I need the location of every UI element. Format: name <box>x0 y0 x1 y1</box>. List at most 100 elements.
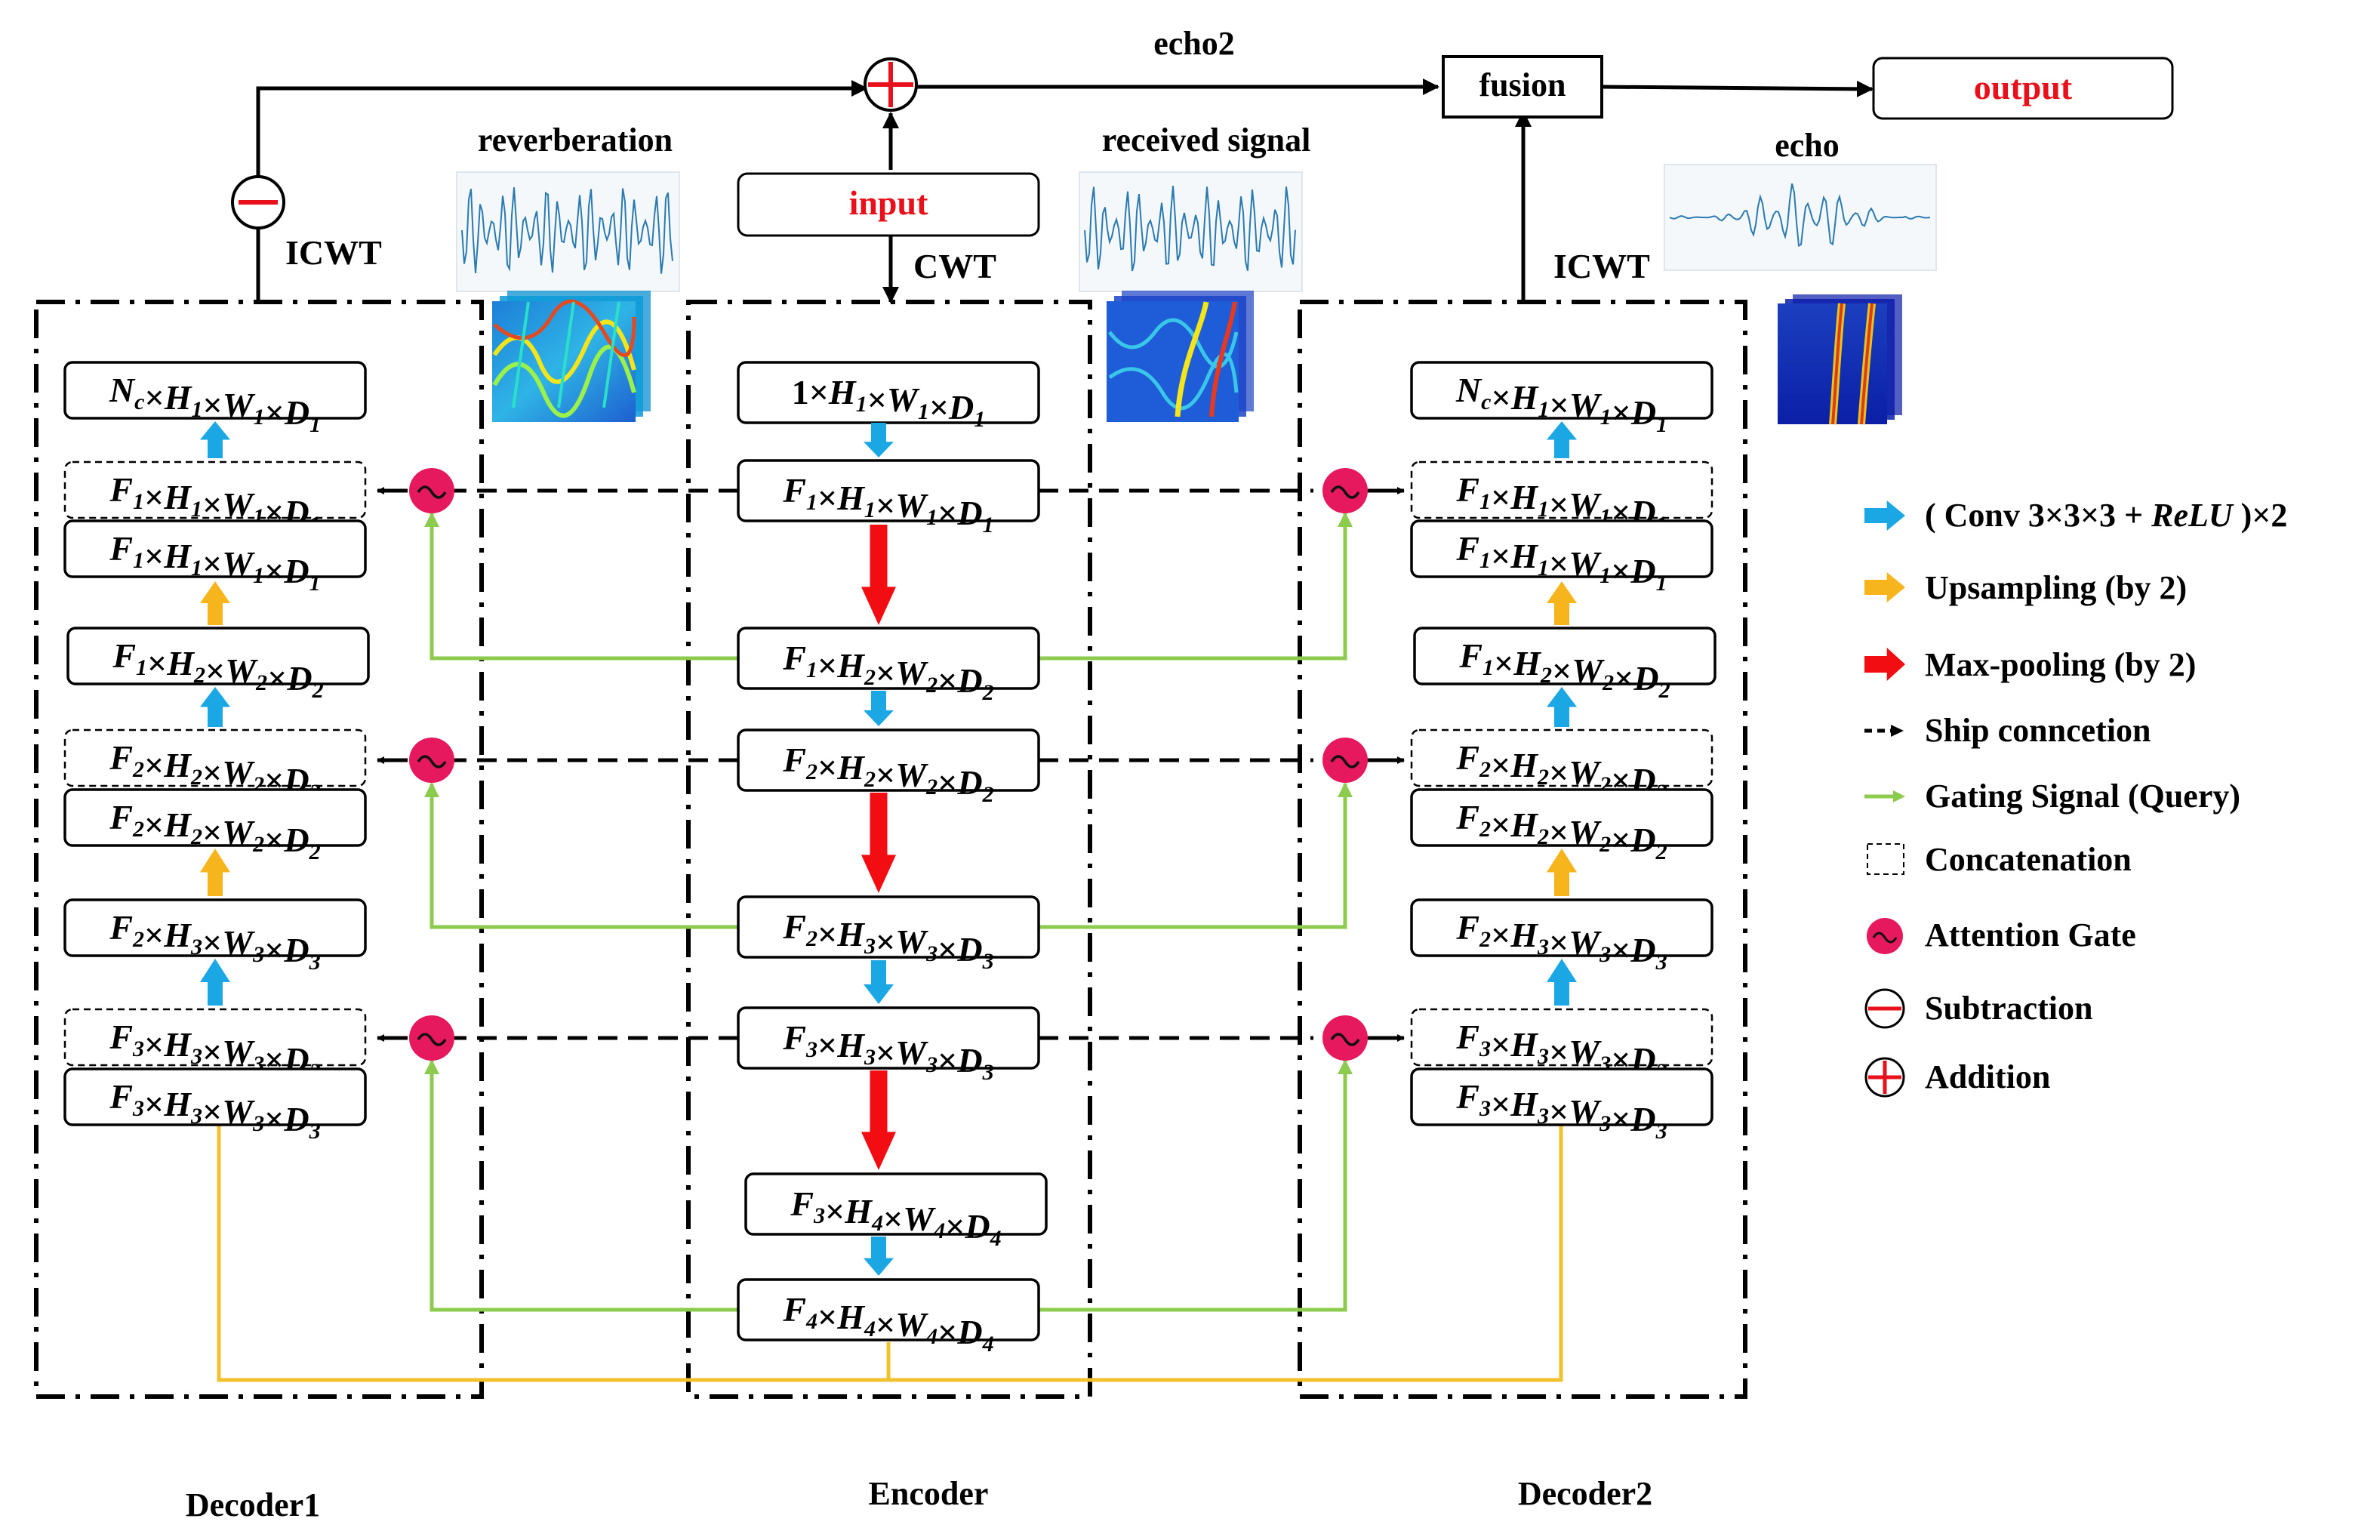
attention-gates <box>409 468 1368 1061</box>
gate-2-right <box>1039 782 1353 929</box>
decoder2-block-label: F1×H1×W1×D1 <box>1455 529 1667 596</box>
decoder1-block: F2×H3×W3×D3 <box>63 898 367 975</box>
decoder1-block: F1×H2×W2×D2 <box>66 627 370 703</box>
icwt-right-label: ICWT <box>1553 247 1650 285</box>
encoder-block-label: F2×H2×W2×D2 <box>782 741 993 807</box>
decoder1-block-label: F1×H2×W2×D2 <box>112 636 323 703</box>
blue-arrow-icon <box>1864 500 1905 531</box>
decoder1-block-label: Nc×H1×W1×D1 <box>109 371 321 437</box>
output-box <box>1872 57 2174 120</box>
encoder-block: 1×H1×W1×D1 <box>737 361 1040 432</box>
conv-arrow <box>200 687 230 727</box>
decoder1-block: Nc×H1×W1×D1 <box>63 361 367 437</box>
conv-arrow <box>864 1237 894 1276</box>
flow-arrows <box>200 421 1577 1276</box>
decoder2-block-label: F2×H3×W3×D3 <box>1455 908 1667 975</box>
decoder2-block: F3×H3×W3×D3 <box>1410 1008 1713 1084</box>
conv-arrow <box>1547 687 1577 727</box>
legend-maxpool-label: Max-pooling (by 2) <box>1925 646 2196 683</box>
received-signal-waveform <box>1079 171 1303 292</box>
upsample-arrow <box>200 849 230 896</box>
fusion-label: fusion <box>1479 66 1566 103</box>
attention-gate-icon <box>409 468 454 513</box>
decoder2-block: F2×H2×W2×D2 <box>1410 788 1713 864</box>
legend-subtraction: Subtraction <box>1864 988 2092 1029</box>
encoder-block-label: F4×H4×W4×D4 <box>782 1290 993 1357</box>
legend: ( Conv 3×3×3 + ReLU )×2 Upsampling (by 2… <box>1864 497 2287 1098</box>
attention-gate-icon <box>409 738 454 783</box>
encoder-block: F4×H4×W4×D4 <box>737 1278 1040 1357</box>
encoder-block: F2×H3×W3×D3 <box>737 895 1040 974</box>
fusion-to-output-path <box>1601 80 1874 97</box>
decoder2-block: F2×H2×W2×D2 <box>1410 728 1713 805</box>
encoder-blocks: 1×H1×W1×D1F1×H1×W1×D1F1×H2×W2×D2F2×H2×W2… <box>737 361 1048 1357</box>
reverberation-spectrogram <box>492 291 651 422</box>
concatenation-icon <box>1867 843 1904 875</box>
gate-3-right <box>1039 1059 1353 1312</box>
legend-skip: Ship conncetion <box>1864 712 2151 749</box>
legend-addition: Addition <box>1864 1057 2050 1098</box>
decoder1-block: F2×H2×W2×D2 <box>63 728 367 805</box>
maxpool-arrow <box>861 525 896 625</box>
input-label: input <box>849 183 929 222</box>
decoder1-block: F2×H2×W2×D2 <box>63 788 367 864</box>
bottom-feed <box>211 1102 1569 1382</box>
decoder2-block-label: F2×H2×W2×D2 <box>1455 798 1667 864</box>
gating-signals <box>424 512 1353 1312</box>
subtraction-to-addition-path <box>256 80 868 177</box>
conv-arrow <box>1547 959 1577 1006</box>
skip-connections <box>453 488 1313 1040</box>
attention-gate-icon <box>409 1015 454 1061</box>
decoder1-block-label: F1×H1×W1×D1 <box>109 529 320 596</box>
decoder1-block-label: F2×H3×W3×D3 <box>109 908 320 975</box>
legend-upsampling: Upsampling (by 2) <box>1864 569 2187 606</box>
decoder2-block: F2×H3×W3×D3 <box>1410 898 1713 975</box>
top-signal-flow <box>256 79 1874 303</box>
conv-arrow <box>1547 421 1577 458</box>
encoder-block-label: F2×H3×W3×D3 <box>782 907 993 974</box>
decoder1-block-label: F2×H2×W2×D2 <box>109 798 320 864</box>
upsample-arrow <box>200 581 230 625</box>
decoder1-block: F3×H3×W3×D3 <box>63 1067 367 1144</box>
decoder2-block: Nc×H1×W1×D1 <box>1410 361 1713 437</box>
encoder-block-label: F3×H3×W3×D3 <box>782 1018 993 1085</box>
bottom-feed-right <box>888 1102 1569 1382</box>
legend-gating: Gating Signal (Query) <box>1864 778 2240 815</box>
reverberation-label: reverberation <box>478 122 673 159</box>
upsample-arrow <box>1547 581 1577 625</box>
legend-attention-label: Attention Gate <box>1925 916 2136 953</box>
decoder1-block-label: F2×H2×W2×D2 <box>109 738 320 805</box>
decoder1-block: F1×H1×W1×D1 <box>63 519 367 596</box>
encoder-block-label: F1×H1×W1×D1 <box>782 471 993 537</box>
gate-3-left <box>424 1059 738 1312</box>
echo-label: echo <box>1775 127 1840 164</box>
conv-arrow <box>864 423 894 457</box>
encoder-block: F1×H1×W1×D1 <box>737 459 1040 537</box>
encoder-title: Encoder <box>869 1475 989 1512</box>
encoder-block-label: F3×H4×W4×D4 <box>790 1184 1001 1251</box>
upsample-arrow <box>1547 849 1577 896</box>
gate-1-left <box>424 512 738 661</box>
decoder2-block-label: F2×H2×W2×D2 <box>1455 738 1667 805</box>
decoder1-block-label: F3×H3×W3×D3 <box>109 1077 320 1144</box>
encoder-block: F1×H2×W2×D2 <box>737 627 1040 705</box>
encoder-block-label: 1×H1×W1×D1 <box>792 373 986 432</box>
addition-icon <box>1864 1057 1905 1098</box>
output-label: output <box>1974 68 2073 106</box>
encoder-block-label: F1×H2×W2×D2 <box>782 639 993 705</box>
reverberation-waveform <box>456 171 680 292</box>
decoder2-block-label: F1×H1×W1×D1 <box>1455 470 1667 537</box>
yellow-arrow-icon <box>1864 572 1905 602</box>
legend-concat: Concatenation <box>1867 841 2132 878</box>
decoder2-blocks: Nc×H1×W1×D1F1×H1×W1×D1F1×H1×W1×D1F1×H2×W… <box>1410 361 1716 1144</box>
cwt-label: CWT <box>913 247 996 285</box>
conv-arrow <box>864 691 894 726</box>
attention-gate-icon <box>1322 1015 1368 1061</box>
bottom-feed-left <box>211 1102 891 1382</box>
decoder1-title: Decoder1 <box>186 1486 320 1523</box>
legend-maxpool: Max-pooling (by 2) <box>1864 646 2196 683</box>
attention-gate-icon <box>1322 468 1368 513</box>
decoder2-block: F1×H1×W1×D1 <box>1410 460 1713 537</box>
fusion-box <box>1442 55 1603 119</box>
